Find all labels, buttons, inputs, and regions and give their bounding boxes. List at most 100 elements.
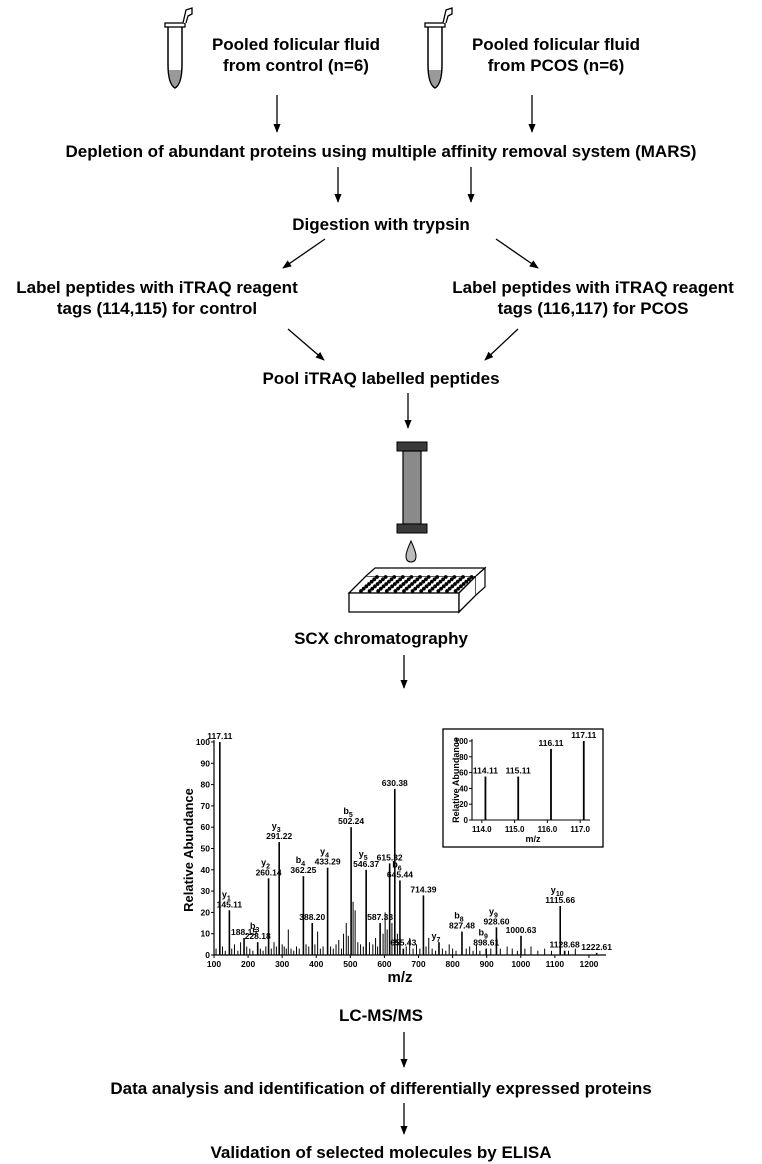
well-dot (445, 589, 449, 593)
well-dot (421, 586, 426, 591)
peak-mz-label: 1128.68 (550, 940, 581, 950)
pcos-fluid-line2: from PCOS (n=6) (487, 56, 625, 75)
y-tick-label: 10 (201, 929, 211, 939)
y-tick-label: 40 (201, 865, 211, 875)
well-dot (376, 589, 381, 593)
well-dot (373, 584, 377, 589)
peak-mz-label: 388.20 (299, 912, 325, 922)
well-dot (401, 582, 406, 586)
peak-mz-label: 117.11 (207, 731, 232, 741)
peak-mz-label: 145.11 (217, 899, 243, 909)
peak-ion-label: b8 (454, 911, 464, 924)
depletion-step: Depletion of abundant proteins using mul… (65, 142, 697, 161)
inset-peak-label: 116.11 (538, 738, 563, 748)
well-dot (410, 582, 414, 586)
x-tick-label: 200 (241, 959, 255, 969)
x-tick-label: 1200 (579, 959, 598, 969)
y-axis-label: Relative Abundance (181, 788, 196, 912)
well-dot (435, 575, 440, 579)
well-dot (426, 575, 431, 579)
x-tick-label: 400 (309, 959, 323, 969)
well-dot (369, 579, 374, 584)
label-control-step: Label peptides with iTRAQ reagent tags (… (0, 277, 314, 319)
y-tick-label: 50 (201, 844, 211, 854)
well-dot (443, 575, 448, 579)
well-dot (439, 586, 443, 591)
digestion-step: Digestion with trypsin (292, 215, 470, 234)
x-tick-label: 700 (411, 959, 425, 969)
well-dot (393, 589, 398, 593)
well-dot (359, 589, 363, 593)
inset-x-axis-label: m/z (525, 834, 541, 844)
peak-mz-label: 1115.66 (545, 895, 575, 905)
label-control-line1: Label peptides with iTRAQ reagent (16, 278, 298, 297)
well-dot (410, 589, 415, 593)
inset-x-tick-label: 116.0 (538, 825, 558, 834)
x-tick-label: 1000 (511, 959, 530, 969)
column-icon (396, 441, 428, 563)
pool-step: Pool iTRAQ labelled peptides (262, 369, 500, 388)
peak-mz-label: 645.44 (387, 869, 413, 879)
peak-mz-label: 1222.61 (581, 942, 612, 952)
arrow-control-to-pool (287, 328, 325, 361)
well-dot (392, 575, 397, 579)
well-dot (424, 577, 428, 582)
well-dot (389, 577, 394, 582)
well-dot (435, 582, 440, 586)
well-dot (404, 586, 409, 591)
well-dot (398, 584, 403, 589)
well-dot (406, 577, 411, 582)
well-dot (432, 577, 437, 582)
label-pcos-step: Label peptides with iTRAQ reagent tags (… (434, 277, 752, 319)
well-dot (453, 589, 458, 593)
pcos-tube-icon (424, 7, 453, 89)
x-tick-label: 600 (377, 959, 391, 969)
x-tick-label: 900 (480, 959, 494, 969)
peak-ion-label: y3 (272, 821, 281, 834)
peak-ion-label: y2 (261, 857, 270, 870)
arrow-pcos-to-pool (484, 328, 519, 361)
x-tick-label: 800 (446, 959, 460, 969)
well-dot (433, 584, 438, 589)
peak-ion-label: b3 (250, 921, 260, 934)
x-tick-label: 300 (275, 959, 289, 969)
well-dot (436, 589, 441, 593)
inset-y-axis-label: Relative Abundance (451, 737, 461, 823)
well-dot (383, 575, 388, 579)
x-tick-label: 500 (343, 959, 357, 969)
inset-peak-label: 114.11 (473, 766, 498, 776)
peak-mz-label: 615.32 (377, 852, 403, 862)
well-dot (395, 579, 400, 584)
validation-step: Validation of selected molecules by ELIS… (210, 1143, 552, 1162)
well-dot (381, 584, 386, 589)
x-tick-label: 100 (207, 959, 221, 969)
well-dot (427, 589, 432, 593)
peak-mz-label: 827.48 (449, 921, 475, 931)
well-dot (430, 586, 435, 591)
well-dot (419, 589, 424, 593)
peak-mz-label: 928.60 (483, 916, 509, 926)
scx-step: SCX chromatography (294, 629, 468, 648)
peak-mz-label: 228.18 (245, 931, 271, 941)
well-dot (424, 584, 429, 589)
well-dot (415, 577, 420, 582)
well-dot (404, 579, 408, 584)
well-dot (390, 584, 395, 589)
well-dot (469, 575, 474, 579)
well-dot (367, 589, 372, 593)
peak-ion-label: b4 (296, 855, 306, 868)
well-dot (413, 586, 418, 591)
well-dot (444, 582, 449, 586)
x-axis-label: m/z (387, 969, 412, 986)
well-dot (407, 584, 412, 589)
well-dot (450, 584, 455, 589)
y-tick-label: 90 (201, 758, 211, 768)
peak-ion-label: y7 (432, 931, 441, 944)
x-tick-label: 1100 (546, 959, 565, 969)
y-tick-label: 0 (205, 950, 210, 960)
peak-ion-label: y9 (489, 906, 498, 919)
inset-y-tick-label: 60 (459, 769, 468, 778)
peak-mz-label: 546.37 (353, 859, 379, 869)
well-dot (387, 586, 392, 591)
